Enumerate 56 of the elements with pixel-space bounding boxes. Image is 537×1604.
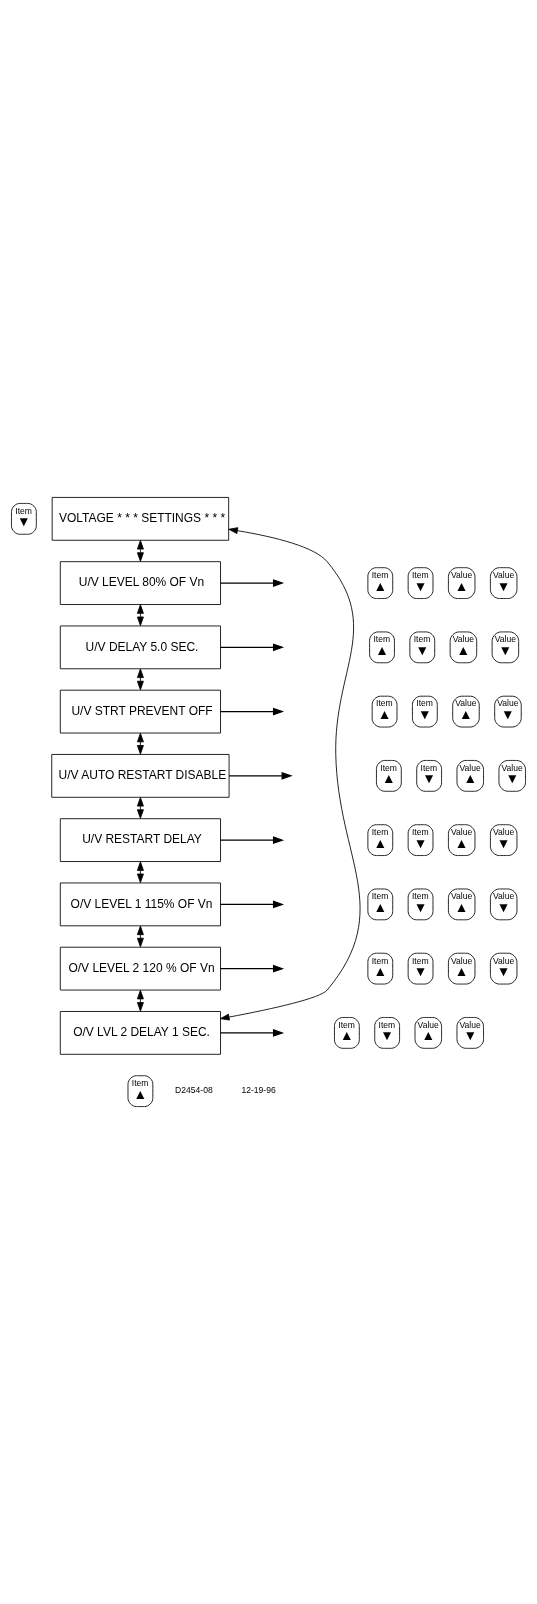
node-box: Item ▼ bbox=[412, 695, 438, 728]
node-box: Item ▼ bbox=[407, 567, 434, 599]
node-box: Item ▲ bbox=[127, 1075, 154, 1107]
arrow bbox=[219, 1029, 285, 1037]
arrow bbox=[219, 964, 285, 973]
node-box: Item ▲ bbox=[367, 824, 394, 856]
label: D2454-08 bbox=[175, 1085, 213, 1096]
node-box: Item ▲ bbox=[376, 760, 402, 792]
label: 12-19-96 bbox=[241, 1085, 276, 1096]
node-box: Value ▲ bbox=[448, 824, 476, 856]
arrow bbox=[219, 836, 285, 845]
node-box: Value ▲ bbox=[414, 1017, 442, 1049]
node-box: Item ▲ bbox=[371, 695, 398, 728]
arrow bbox=[137, 668, 144, 691]
node-box: Item ▼ bbox=[407, 952, 434, 985]
node-box: Value ▼ bbox=[491, 631, 520, 664]
node-box: Item ▲ bbox=[367, 567, 394, 599]
node-box: Value ▲ bbox=[456, 760, 484, 792]
node-box: Value ▲ bbox=[448, 567, 476, 599]
node-box: U/V STRT PREVENT OFF bbox=[59, 689, 221, 734]
node-box: Item ▲ bbox=[367, 888, 394, 921]
node-box: U/V LEVEL 80% OF Vn bbox=[59, 561, 221, 605]
node-box: Value ▼ bbox=[498, 760, 526, 792]
node-box: Item ▲ bbox=[369, 631, 395, 664]
node-box: Item ▼ bbox=[374, 1017, 400, 1049]
node-box: VOLTAGE * * * SETTINGS * * * bbox=[51, 497, 230, 541]
node-box: Item ▼ bbox=[409, 631, 436, 664]
node-box: Value ▼ bbox=[489, 888, 518, 921]
node-box: Item ▼ bbox=[407, 824, 434, 856]
node-box: Item ▼ bbox=[416, 760, 442, 792]
node-box: Value ▲ bbox=[449, 631, 478, 664]
arrow bbox=[219, 579, 285, 587]
node-box: Item ▲ bbox=[367, 952, 394, 985]
node-box: Value ▼ bbox=[489, 824, 518, 856]
node-box: Value ▼ bbox=[494, 695, 522, 728]
node-box: O/V LEVEL 1 115% OF Vn bbox=[59, 882, 221, 927]
arrow bbox=[219, 900, 285, 909]
node-box: Value ▲ bbox=[448, 888, 476, 921]
node-box: U/V DELAY 5.0 SEC. bbox=[59, 625, 221, 670]
node-box: O/V LEVEL 2 120 % OF Vn bbox=[59, 946, 221, 991]
arrow bbox=[137, 925, 144, 948]
arrow bbox=[228, 771, 293, 780]
arrow bbox=[219, 643, 285, 652]
arrow bbox=[220, 527, 361, 1021]
node-box: U/V RESTART DELAY bbox=[59, 818, 221, 862]
node-box: O/V LVL 2 DELAY 1 SEC. bbox=[59, 1011, 221, 1055]
node-box: Value ▲ bbox=[448, 952, 476, 985]
arrow bbox=[219, 707, 285, 716]
node-box: Value ▲ bbox=[452, 695, 480, 728]
node-box: U/V AUTO RESTART DISABLE bbox=[51, 754, 230, 798]
node-box: Value ▼ bbox=[489, 952, 518, 985]
node-box: Item ▲ bbox=[334, 1017, 360, 1049]
node-box: Value ▼ bbox=[489, 567, 518, 599]
node-box: Item ▼ bbox=[11, 503, 37, 535]
node-box: Value ▼ bbox=[456, 1017, 484, 1049]
node-box: Item ▼ bbox=[407, 888, 434, 921]
